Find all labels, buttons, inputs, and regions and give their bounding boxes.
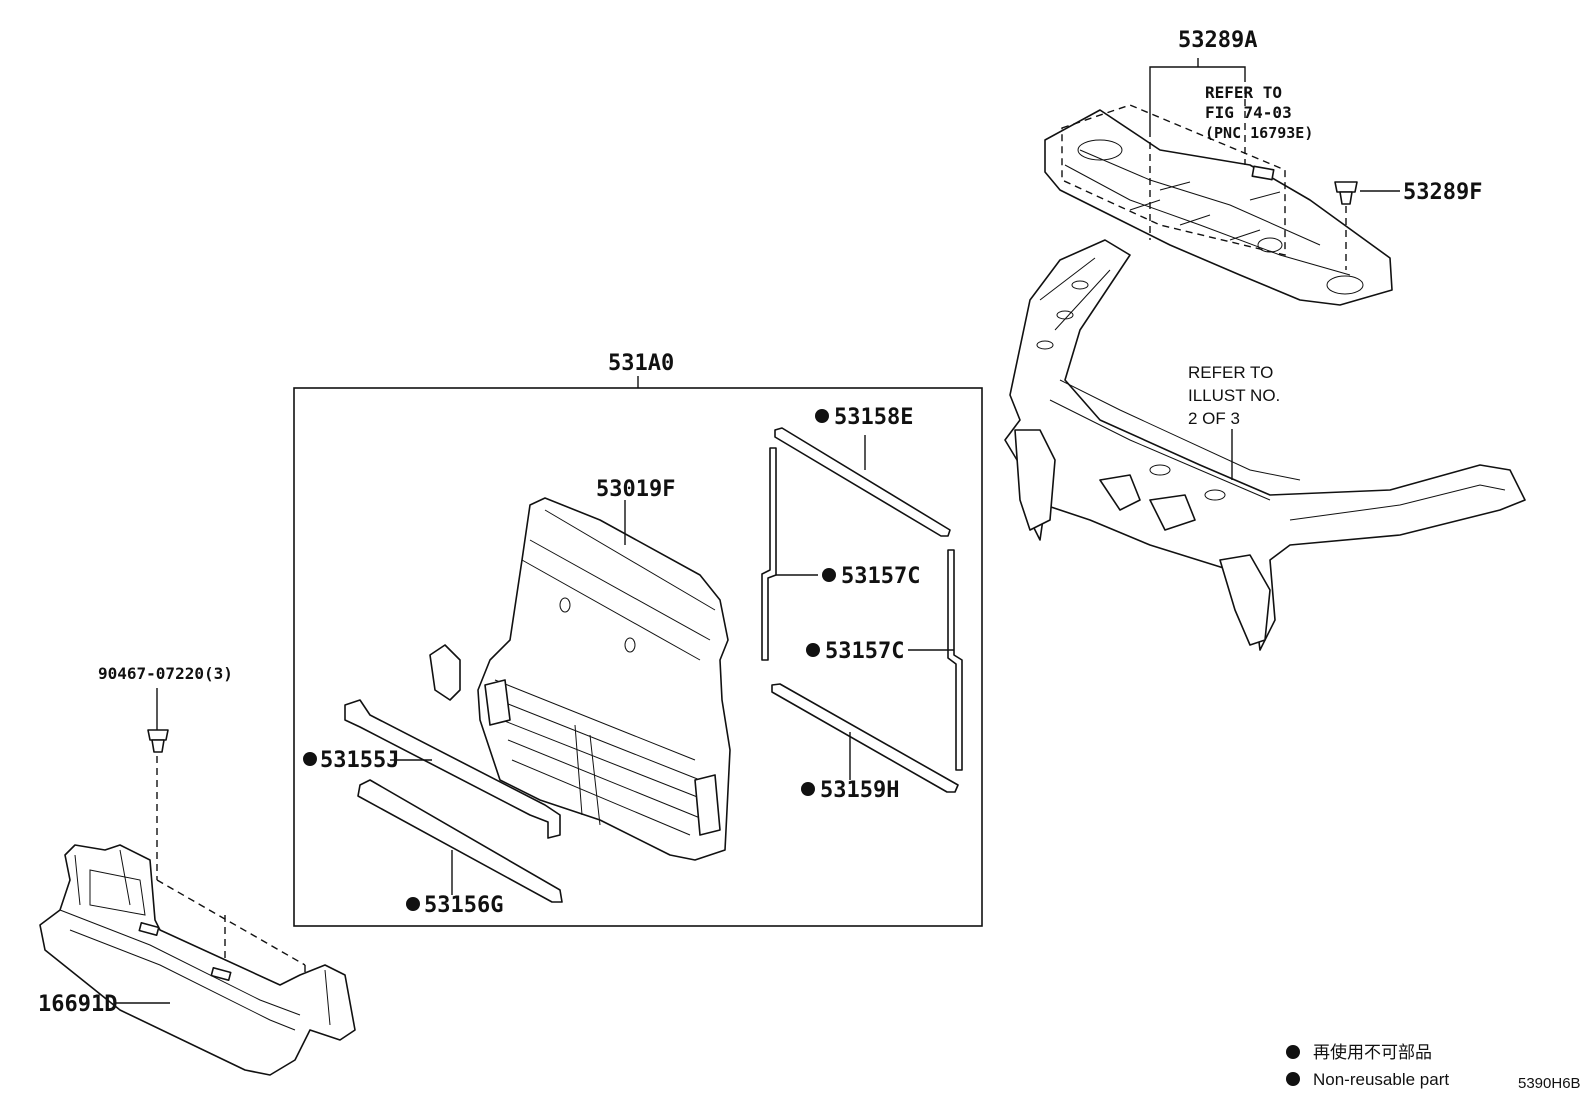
clip-90467-icon	[147, 729, 169, 753]
nonreusable-dot-53157c-b	[806, 643, 820, 657]
seal-53156g-drawing	[357, 779, 563, 903]
ref-illust-line1: REFER TO	[1188, 363, 1273, 382]
seal-53157c-left-drawing	[761, 447, 777, 661]
nonreusable-dot-53158e	[815, 409, 829, 423]
label-53157c-a: 53157C	[841, 564, 920, 589]
label-531a0: 531A0	[608, 351, 674, 376]
nonreusable-dot-53156g	[406, 897, 420, 911]
label-53158e: 53158E	[834, 405, 913, 430]
label-53159h: 53159H	[820, 778, 899, 803]
clip-53289f-icon	[1334, 181, 1358, 205]
seal-53159h-drawing	[771, 683, 959, 793]
label-53289a: 53289A	[1178, 28, 1257, 53]
duct-16691d-drawing	[39, 844, 356, 1076]
label-53019f: 53019F	[596, 477, 675, 502]
label-53157c-b: 53157C	[825, 639, 904, 664]
seal-53158e-drawing	[774, 427, 951, 537]
label-53156g: 53156G	[424, 893, 503, 918]
legend-dot-2	[1286, 1072, 1300, 1086]
ref-fig-line2: FIG 74-03	[1205, 103, 1292, 122]
nonreusable-dot-53159h	[801, 782, 815, 796]
label-53289f: 53289F	[1403, 180, 1482, 205]
nonreusable-dot-53157c-a	[822, 568, 836, 582]
label-53155j: 53155J	[320, 748, 399, 773]
seal-53157c-right-drawing	[947, 549, 963, 771]
legend-line-1: 再使用不可部品	[1313, 1042, 1432, 1062]
bracket-part-drawing	[429, 644, 461, 701]
diagram-id: 5390H6B	[1518, 1075, 1581, 1092]
radiator-support-drawing	[1004, 239, 1526, 651]
label-16691d: 16691D	[38, 992, 117, 1017]
ref-fig-line3: (PNC 16793E)	[1205, 124, 1313, 142]
shutter-53019f-drawing	[477, 497, 731, 861]
label-90467-07220: 90467-07220(3)	[98, 664, 233, 683]
ref-illust-line3: 2 OF 3	[1188, 409, 1240, 428]
ref-fig-line1: REFER TO	[1205, 83, 1282, 102]
legend-dot-1	[1286, 1045, 1300, 1059]
ref-illust-line2: ILLUST NO.	[1188, 386, 1280, 405]
undercover-53289a-drawing	[1044, 109, 1393, 306]
legend-line-2: Non-reusable part	[1313, 1070, 1449, 1089]
seal-53155j-drawing	[344, 699, 561, 839]
nonreusable-dot-53155j	[303, 752, 317, 766]
